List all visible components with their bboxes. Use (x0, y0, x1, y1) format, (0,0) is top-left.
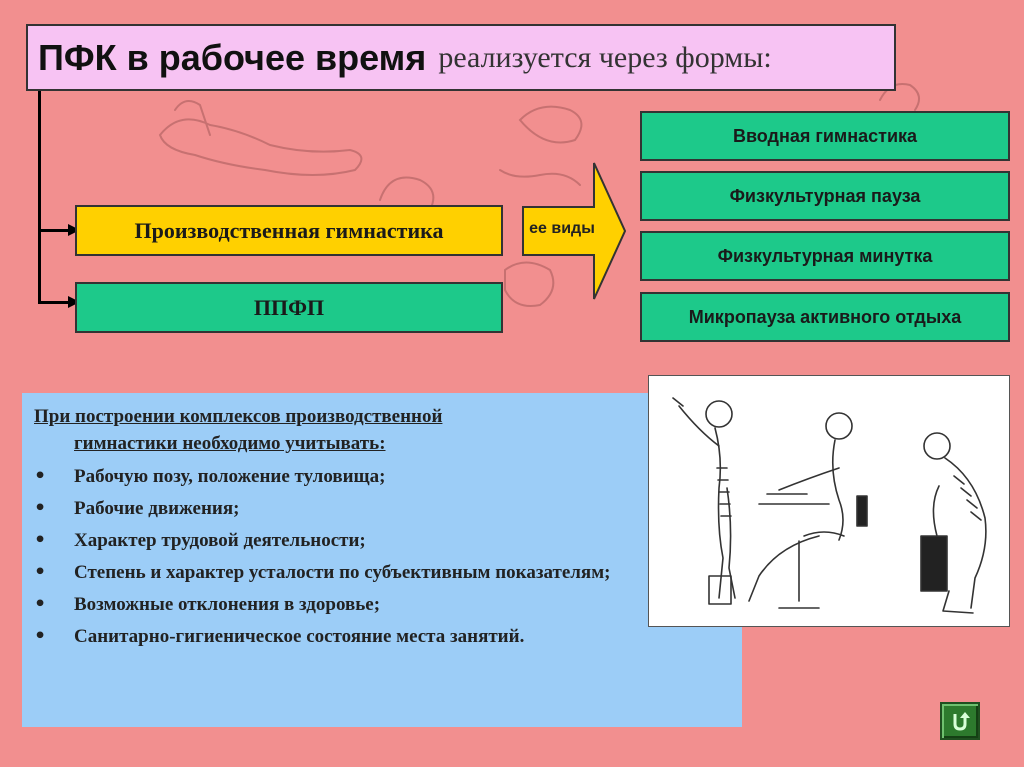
title-rest: реализуется через формы: (438, 41, 771, 75)
info-panel: При построении комплексов производственн… (22, 393, 742, 727)
title-main: ПФК в рабочее время (38, 37, 426, 79)
form-label: Микропауза активного отдыха (689, 307, 961, 328)
list-item-text: Рабочие движения; (74, 498, 240, 519)
form-physical-minute: Физкультурная минутка (640, 231, 1010, 281)
return-button[interactable] (940, 702, 980, 740)
list-item: • Степень и характер усталости по субъект… (34, 559, 730, 586)
branch-ppfp: ППФП (75, 282, 503, 333)
info-heading-line1: При построении комплексов производственн… (34, 406, 442, 427)
list-item: • Рабочие движения; (34, 495, 730, 522)
list-item-text: Степень и характер усталости по субъекти… (74, 562, 610, 583)
list-item: • Санитарно-гигиеническое состояние места… (34, 623, 730, 650)
connector-to-branch-1 (38, 229, 72, 232)
form-label: Физкультурная пауза (730, 186, 921, 207)
list-item: • Рабочую позу, положение туловища; (34, 463, 730, 490)
bullet-icon: • (34, 559, 46, 586)
form-label: Вводная гимнастика (733, 126, 917, 147)
branch-ppfp-label: ППФП (254, 295, 324, 321)
posture-illustration (648, 375, 1010, 627)
info-heading: При построении комплексов производственн… (34, 403, 730, 457)
title-box: ПФК в рабочее время реализуется через фо… (26, 24, 896, 91)
bullet-icon: • (34, 623, 46, 650)
arrow-label: ее виды (522, 220, 602, 238)
posture-illustration-icon (649, 376, 1009, 626)
bullet-icon: • (34, 463, 46, 490)
list-item-text: Возможные отклонения в здоровье; (74, 594, 380, 615)
bullet-icon: • (34, 495, 46, 522)
branch-production-gymnastics-label: Производственная гимнастика (135, 218, 444, 244)
bullet-icon: • (34, 591, 46, 618)
form-label: Физкультурная минутка (718, 246, 933, 267)
list-item: • Характер трудовой деятельности; (34, 527, 730, 554)
connector-vertical (38, 91, 41, 303)
list-item-text: Характер трудовой деятельности; (74, 530, 366, 551)
info-list: • Рабочую позу, положение туловища; • Рабо… (34, 463, 730, 650)
form-physical-pause: Физкультурная пауза (640, 171, 1010, 221)
connector-to-branch-2 (38, 301, 72, 304)
return-arrow-icon (948, 709, 972, 733)
list-item: • Возможные отклонения в здоровье; (34, 591, 730, 618)
branch-production-gymnastics: Производственная гимнастика (75, 205, 503, 256)
list-item-text: Рабочую позу, положение туловища; (74, 466, 385, 487)
list-item-text: Санитарно-гигиеническое состояние места … (74, 626, 524, 647)
info-heading-line2: гимнастики необходимо учитывать: (34, 430, 730, 457)
bullet-icon: • (34, 527, 46, 554)
form-introductory-gymnastics: Вводная гимнастика (640, 111, 1010, 161)
form-micropause: Микропауза активного отдыха (640, 292, 1010, 342)
